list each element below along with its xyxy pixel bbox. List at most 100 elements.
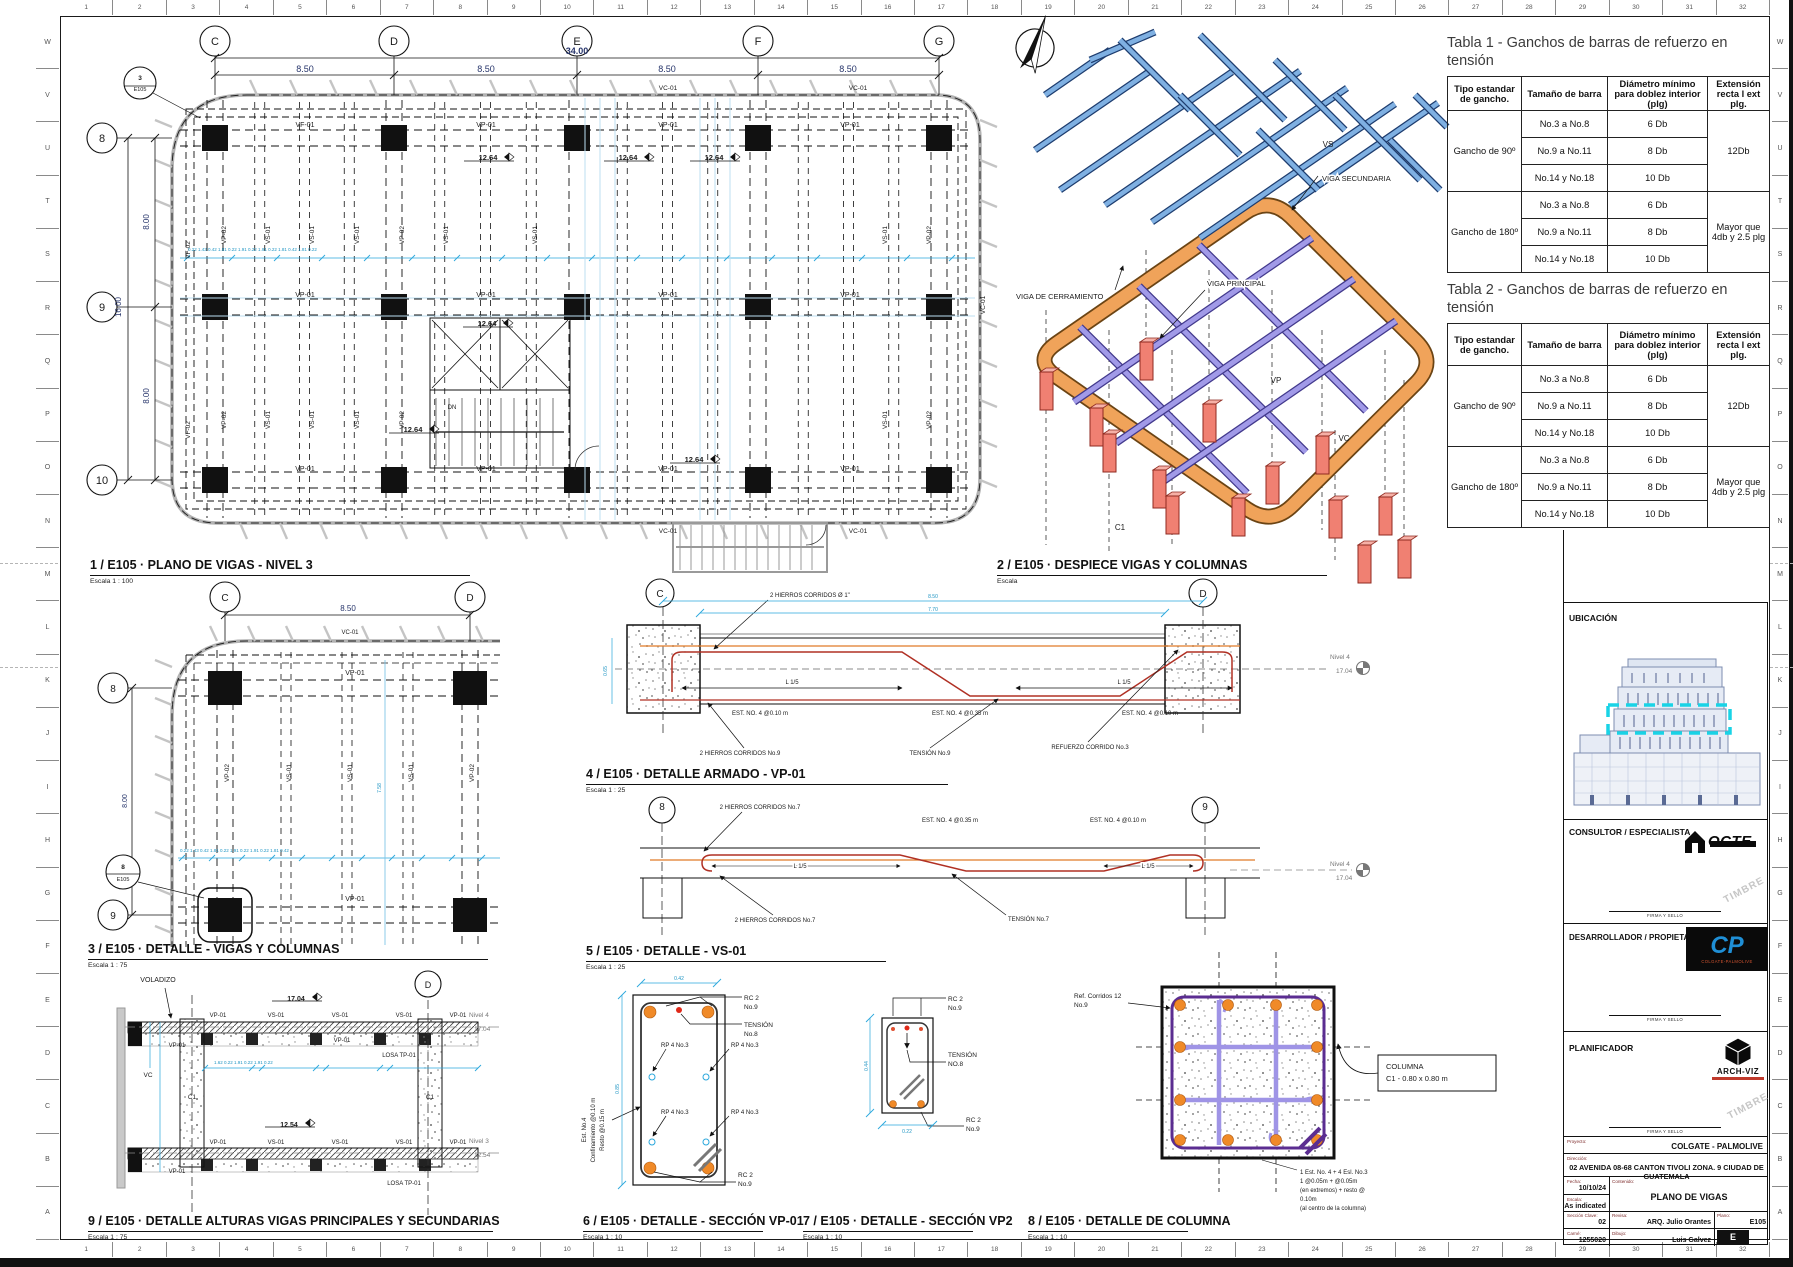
ruler-cell: 16 xyxy=(862,0,915,15)
drawing-label: VS-01 xyxy=(332,1013,349,1019)
timbre-watermark: TIMBRE xyxy=(1722,875,1767,906)
ruler-cell: 22 xyxy=(1182,0,1236,15)
drawing-label: VF-02 xyxy=(185,241,192,259)
drawing-label: RP 4 No.3 xyxy=(661,1043,689,1049)
ruler-cell: 20 xyxy=(1075,0,1129,15)
seccion-label: Sección Clave: xyxy=(1567,1213,1598,1218)
ruler-cell: 11 xyxy=(594,0,648,15)
ruler-cell: 1 xyxy=(60,0,114,15)
plan-view-graphics xyxy=(86,25,998,573)
drawing-label: VS-01 xyxy=(396,1013,413,1019)
ruler-cell: 2 xyxy=(113,0,167,15)
ruler-cell: 5 xyxy=(274,1242,328,1257)
drawing-label: COLUMNA xyxy=(1386,1062,1424,1071)
ruler-cell: 26 xyxy=(1396,0,1450,15)
ruler-cell: 31 xyxy=(1663,1242,1717,1257)
escala-value: As indicated xyxy=(1564,1203,1606,1210)
ruler-cell: 2 xyxy=(113,1242,167,1257)
drawing-label: D xyxy=(1199,589,1206,600)
ruler-cell: I xyxy=(1772,761,1788,815)
drawing-label: C xyxy=(221,593,228,604)
drawing-label: VC-01 xyxy=(341,630,359,636)
table-1-title: Tabla 1 - Ganchos de barras de refuerzo … xyxy=(1447,35,1728,70)
ruler-cell: L xyxy=(1772,601,1788,655)
dibujo-label: Dibujo: xyxy=(1612,1231,1627,1236)
drawing-label: VP-01 xyxy=(169,1043,186,1049)
view-title-text: 1 / E105 · PLANO DE VIGAS - NIVEL 3 xyxy=(90,558,313,572)
view-title-9: 9 / E105 · DETALLE ALTURAS VIGAS PRINCIP… xyxy=(88,1214,500,1241)
drawing-label: VP-02 xyxy=(926,226,933,244)
contenido-value: PLANO DE VIGAS xyxy=(1650,1192,1728,1202)
drawing-label: No.9 xyxy=(966,1126,980,1133)
ruler-cell: 17 xyxy=(915,0,969,15)
escala-label: Escala: xyxy=(1567,1197,1583,1202)
drawing-label: VC xyxy=(143,1072,152,1079)
drawing-label: VP-01 xyxy=(345,896,365,903)
drawing-label: 12.64 xyxy=(479,153,499,162)
drawing-label: F xyxy=(755,36,762,48)
ruler-cell: G xyxy=(36,868,59,921)
drawing-label: 0.65 xyxy=(603,666,609,676)
drawing-label: 0.22 xyxy=(902,1129,912,1135)
drawing-label: VP-01 xyxy=(450,1013,467,1019)
drawing-label: VS-01 xyxy=(347,764,354,782)
ruler-cell: 5 xyxy=(274,0,328,15)
drawing-label: L 1/5 xyxy=(785,680,799,686)
ruler-cell: W xyxy=(1772,16,1788,70)
ruler-cell: 13 xyxy=(701,1242,755,1257)
ruler-cell: J xyxy=(36,708,59,762)
ruler-cell: 18 xyxy=(968,1242,1022,1257)
ruler-cell: 24 xyxy=(1289,1242,1343,1257)
drawing-label: 2 HIERROS CORRIDOS No.9 xyxy=(700,751,781,757)
drawing-label: Nivel 3 xyxy=(469,1138,489,1145)
drawing-label: VP-01 xyxy=(334,1038,351,1044)
drawing-label: VP-01 xyxy=(476,466,496,473)
drawing-label: (al centro de la columna) xyxy=(1300,1206,1366,1212)
ruler-cell: U xyxy=(1772,122,1788,176)
ruler-cell: 23 xyxy=(1236,1242,1290,1257)
drawing-label: 2 HIERROS CORRIDOS No.7 xyxy=(735,918,816,924)
ruler-cell: F xyxy=(36,921,59,974)
drawing-label: 8.50 xyxy=(839,64,857,74)
fold-mark xyxy=(1770,563,1793,564)
drawing-label: VS-01 xyxy=(532,226,539,244)
plano-label: Plano: xyxy=(1717,1213,1731,1218)
table-2: Tabla 2 - Ganchos de barras de refuerzo … xyxy=(1447,281,1770,529)
drawing-label: 9 xyxy=(110,911,116,922)
drawing-label: VS-01 xyxy=(265,411,272,429)
ubicacion-label: UBICACIÓN xyxy=(1569,613,1618,623)
ruler-cell: 30 xyxy=(1610,1242,1664,1257)
ruler-cell: 23 xyxy=(1236,0,1290,15)
drawing-label: TENSIÓN xyxy=(744,1020,773,1029)
ruler-cell: H xyxy=(1772,814,1788,868)
ruler-cell: D xyxy=(36,1027,59,1081)
drawing-label: VP-01 xyxy=(840,292,860,299)
drawing-label: 12.54 xyxy=(280,1122,298,1129)
drawing-label: 7.70 xyxy=(928,607,938,613)
ruler-cell: L xyxy=(36,601,59,655)
drawing-label: LOSA TP-01 xyxy=(382,1053,416,1059)
sheet-frame xyxy=(60,16,1770,1240)
drawing-label: VS-01 xyxy=(309,226,316,244)
drawing-label: VS-01 xyxy=(882,226,889,244)
drawing-label: 9 xyxy=(1202,802,1208,813)
drawing-label: C1 xyxy=(188,1094,197,1101)
drawing-label: EST. NO. 4 @0.10 m xyxy=(1090,818,1146,824)
isometric-view-graphics xyxy=(1015,15,1450,584)
detail4-graphics xyxy=(611,578,1371,749)
drawing-label: E105 xyxy=(134,87,147,93)
seccion-value: 02 xyxy=(1598,1219,1606,1226)
drawing-label: VC-01 xyxy=(849,528,868,535)
view-title-1: 1 / E105 · PLANO DE VIGAS - NIVEL 3 Esca… xyxy=(90,556,470,585)
drawing-label: VP-01 xyxy=(840,466,860,473)
ruler-cell: Q xyxy=(36,335,59,389)
ruler-cell: 25 xyxy=(1343,0,1396,15)
drawing-label: 17.04 xyxy=(287,996,305,1003)
ruler-cell: T xyxy=(36,176,59,229)
timbre-watermark: TIMBRE xyxy=(1726,1091,1771,1122)
ruler-cell: E xyxy=(36,974,59,1028)
drawing-label: 8.50 xyxy=(658,64,676,74)
